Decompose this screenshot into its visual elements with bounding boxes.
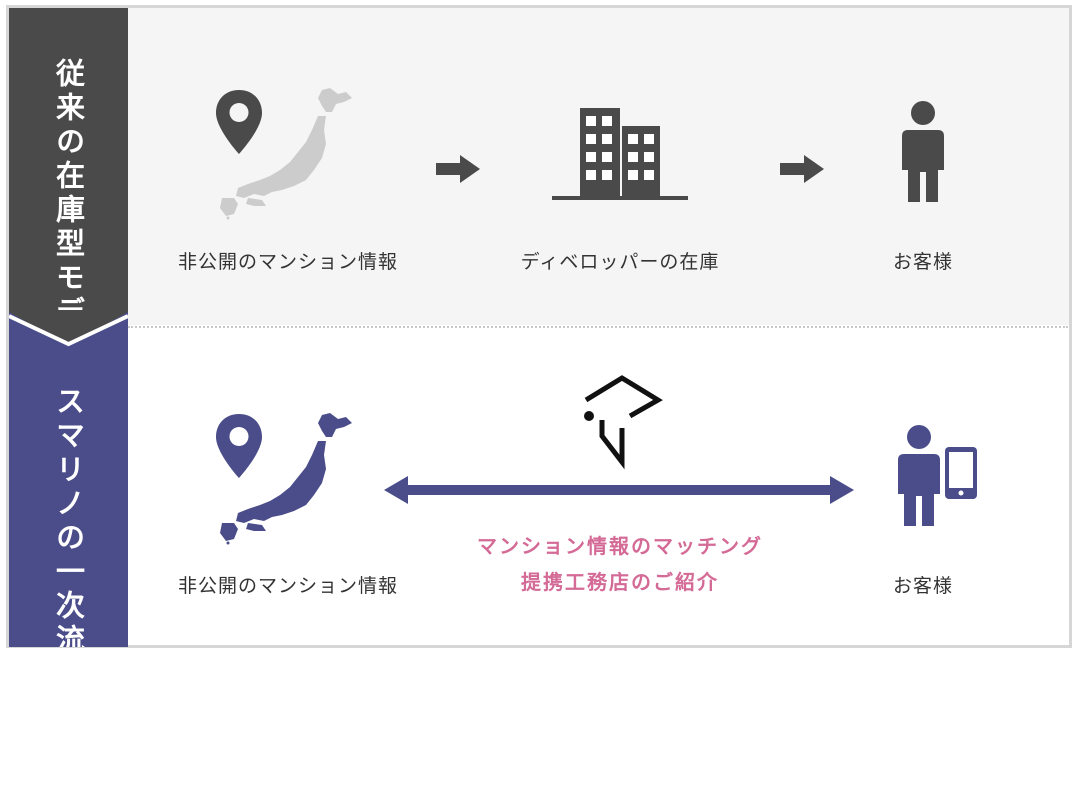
smarino-customer-label: お客様 [892, 575, 953, 597]
map-pin-icon [216, 90, 262, 154]
arrow-right-icon [436, 155, 480, 183]
smartphone-icon [945, 447, 977, 499]
model-divider [128, 326, 1068, 328]
person-icon [898, 425, 940, 526]
legacy-model-title: 従来の在庫型モデル [51, 58, 86, 364]
map-pin-icon [216, 414, 262, 478]
service-line-matching: マンション情報のマッチング [477, 534, 763, 558]
japan-map-icon [220, 413, 352, 545]
smarino-model-title: スマリノの一次流通モデル [51, 386, 86, 794]
japan-map-icon [220, 88, 352, 220]
legacy-middle-label: ディベロッパーの在庫 [520, 251, 720, 273]
side-chevron [9, 310, 128, 344]
legacy-customer-label: お客様 [892, 251, 953, 273]
legacy-model-side-label: 従来の在庫型モデル [9, 8, 128, 364]
double-arrow-icon [384, 476, 854, 504]
building-icon [552, 108, 688, 200]
smarino-model-side-label: スマリノの一次流通モデル [9, 312, 128, 647]
legacy-model-band [9, 8, 1069, 325]
legacy-source-label: 非公開のマンション情報 [177, 251, 398, 273]
smarino-source-label: 非公開のマンション情報 [177, 575, 398, 597]
arrow-right-icon [780, 155, 824, 183]
side-chevron-border [9, 314, 128, 347]
smarino-logo-icon [584, 375, 663, 470]
service-line-partner: 提携工務店のご紹介 [521, 570, 719, 594]
person-icon [902, 101, 944, 202]
